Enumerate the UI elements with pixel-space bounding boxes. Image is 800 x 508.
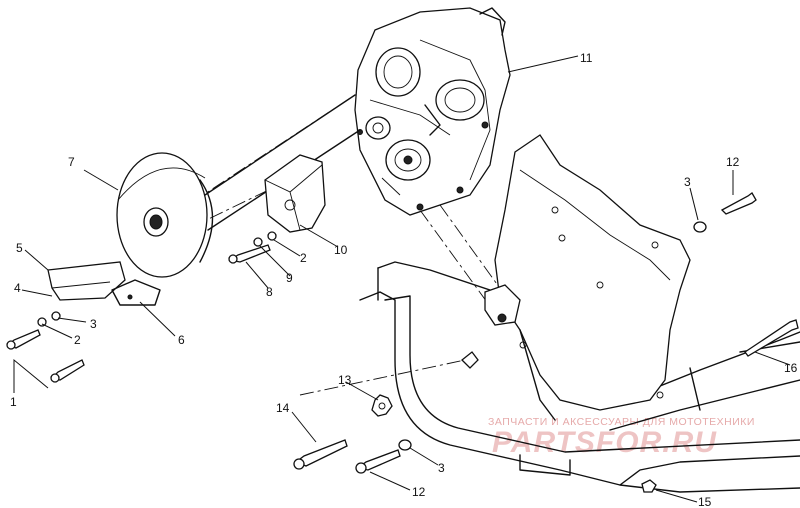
callout-3-right: 3 [684,175,691,189]
callout-3-left: 3 [90,317,97,331]
center-hardware [228,231,277,264]
callout-11: 11 [580,51,593,65]
mounting-plate [494,134,691,421]
guard-plate [47,261,161,306]
callout-3-bottom: 3 [438,461,445,475]
watermark-brand: PARTSFOR.RU [492,426,717,459]
callout-5: 5 [16,241,23,255]
bottom-hardware [293,351,657,493]
callout-13: 13 [338,373,352,387]
callout-12-bottom: 12 [412,485,426,499]
leader-lines [13,55,791,503]
bracket-mount [264,154,326,233]
callout-1: 1 [10,395,17,409]
callout-16: 16 [784,361,798,375]
callout-6: 6 [178,333,185,347]
callout-2-left: 2 [74,333,81,347]
callout-14: 14 [276,401,290,415]
callout-7: 7 [68,155,75,169]
left-hardware [6,311,85,383]
callout-labels: 7 5 4 3 2 6 1 8 9 2 10 11 12 3 16 13 14 … [10,51,798,508]
sensor-bracket [484,284,521,326]
callout-15: 15 [698,495,712,508]
drive-pulley [116,94,361,278]
right-hardware [693,192,799,357]
callout-4: 4 [14,281,21,295]
watermark: ЗАПЧАСТИ И АКСЕССУАРЫ ДЛЯ МОТОТЕХНИКИ PA… [488,416,754,459]
callout-2-center: 2 [300,251,307,265]
callout-12-top: 12 [726,155,740,169]
gearcase-housing [354,7,511,216]
callout-10: 10 [334,243,348,257]
callout-8: 8 [266,285,273,299]
callout-9: 9 [286,271,293,285]
